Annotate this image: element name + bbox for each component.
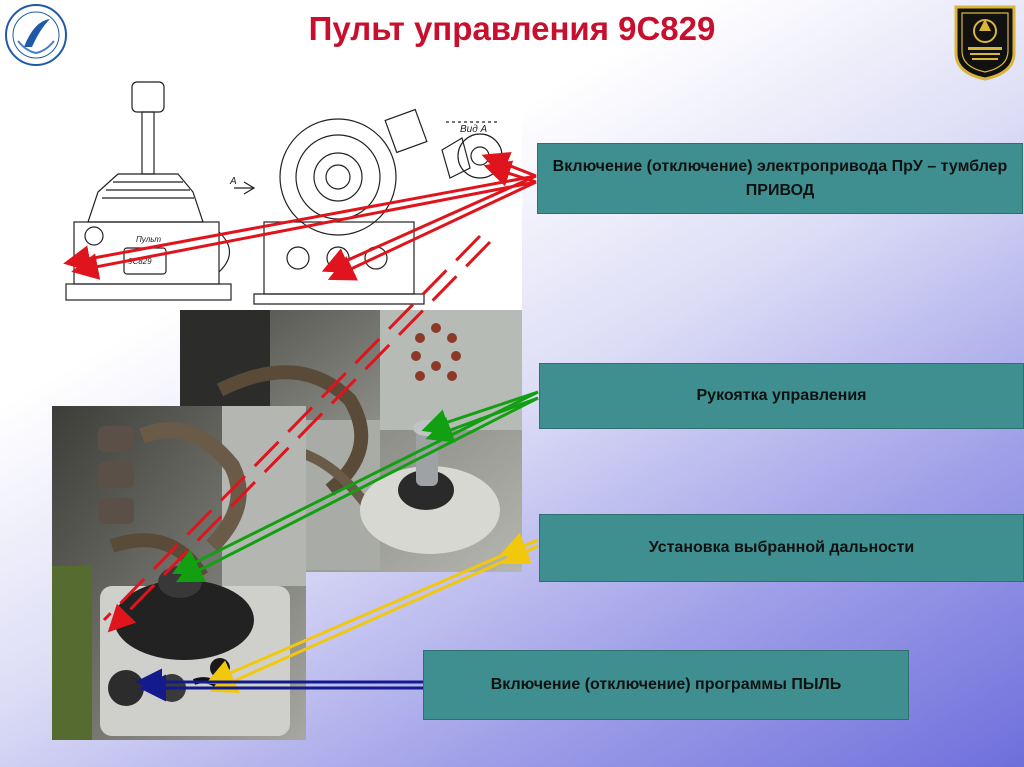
marker-a-label: А — [229, 176, 237, 187]
control-unit-photo — [52, 406, 306, 740]
callout-range-setting: Установка выбранной дальности — [539, 514, 1024, 582]
view-a-label: Вид А — [460, 124, 488, 135]
pult-label: Пульт — [136, 235, 161, 244]
callout-drive-switch: Включение (отключение) электропривода Пр… — [537, 143, 1023, 214]
right-emblem-icon — [952, 3, 1018, 81]
plate-label: 9С829 — [128, 257, 152, 266]
callout-dust-program: Включение (отключение) программы ПЫЛЬ — [423, 650, 909, 720]
page-title: Пульт управления 9С829 — [308, 10, 716, 47]
left-emblem-icon — [4, 3, 68, 67]
technical-drawing: Вид А А Пульт 9С829 — [58, 72, 522, 313]
callout-control-handle: Рукоятка управления — [539, 363, 1024, 429]
